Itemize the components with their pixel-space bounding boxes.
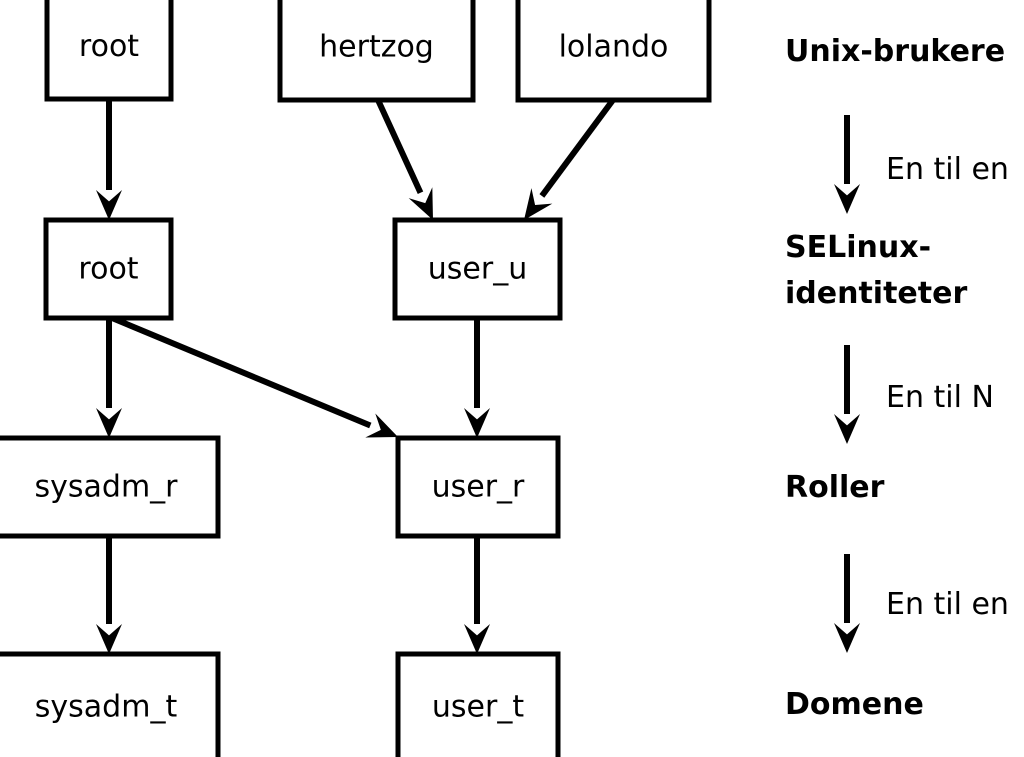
legend-arrow-head-icon <box>834 623 860 653</box>
legend-stage-roller: Roller <box>785 470 885 505</box>
node-label: sysadm_t <box>35 690 178 725</box>
arrow-head-icon <box>365 413 398 438</box>
arrow-head-icon <box>408 187 433 220</box>
legend-stage-line: SELinux- <box>785 230 931 265</box>
node-label: user_r <box>432 470 525 505</box>
legend-transition-label: En til N <box>886 380 994 415</box>
legend-stage-line: identiteter <box>785 276 967 311</box>
arrow-head-icon <box>464 624 490 654</box>
node-box[interactable] <box>395 435 561 539</box>
edge-line <box>375 98 424 194</box>
node-label: root <box>79 29 139 64</box>
node-box[interactable] <box>277 0 476 103</box>
node-box[interactable] <box>0 651 221 757</box>
node-unix-lolando[interactable]: lolando <box>515 0 712 103</box>
arrow-head-icon <box>524 188 553 220</box>
legend-transition-label: En til en <box>886 152 1009 187</box>
edge-role-sysadm_r-to-dom-sysadm_t <box>96 536 122 654</box>
edge-unix-lolando-to-sel-user_u <box>524 98 616 220</box>
node-label: user_t <box>432 690 524 725</box>
legend-stage-domene: Domene <box>785 687 924 722</box>
node-unix-root[interactable]: root <box>44 0 174 102</box>
node-box[interactable] <box>44 0 174 102</box>
edges-layer <box>96 98 616 654</box>
legend-transition-2: En til N <box>834 345 994 444</box>
edge-sel-user_u-to-role-user_r <box>464 318 490 438</box>
edge-sel-root-to-role-user_r <box>110 315 398 438</box>
legend-stage-unix: Unix-brukere <box>785 34 1005 69</box>
arrow-head-icon <box>96 408 122 438</box>
node-sel-user_u[interactable]: user_u <box>392 217 563 321</box>
legend-arrow-head-icon <box>834 184 860 214</box>
node-sel-root[interactable]: root <box>43 217 174 321</box>
legend-transition-1: En til en <box>834 115 1009 214</box>
node-box[interactable] <box>392 217 563 321</box>
node-label: user_u <box>428 252 527 287</box>
node-dom-sysadm_t[interactable]: sysadm_t <box>0 651 221 757</box>
arrow-head-icon <box>96 190 122 220</box>
legend-arrow-head-icon <box>834 414 860 444</box>
node-role-user_r[interactable]: user_r <box>395 435 561 539</box>
edge-unix-root-to-sel-root <box>96 99 122 220</box>
node-label: sysadm_r <box>35 470 179 505</box>
legend-layer: Unix-brukereSELinux-identiteterRollerDom… <box>785 34 1009 722</box>
edge-sel-root-to-role-sysadm_r <box>96 318 122 438</box>
legend-transition-label: En til en <box>886 587 1009 622</box>
edge-unix-hertzog-to-sel-user_u <box>375 98 433 220</box>
legend-stage-selinux: SELinux-identiteter <box>785 230 967 311</box>
node-box[interactable] <box>515 0 712 103</box>
arrow-head-icon <box>96 624 122 654</box>
edge-line <box>110 315 372 429</box>
node-box[interactable] <box>395 651 561 757</box>
node-label: hertzog <box>319 30 434 65</box>
node-label: lolando <box>559 30 669 65</box>
edge-line <box>539 98 616 198</box>
edge-role-user_r-to-dom-user_t <box>464 536 490 654</box>
node-unix-hertzog[interactable]: hertzog <box>277 0 476 103</box>
arrow-head-icon <box>464 408 490 438</box>
node-dom-user_t[interactable]: user_t <box>395 651 561 757</box>
legend-transition-3: En til en <box>834 554 1009 653</box>
node-role-sysadm_r[interactable]: sysadm_r <box>0 435 221 539</box>
node-box[interactable] <box>43 217 174 321</box>
node-label: root <box>78 252 138 287</box>
node-box[interactable] <box>0 435 221 539</box>
